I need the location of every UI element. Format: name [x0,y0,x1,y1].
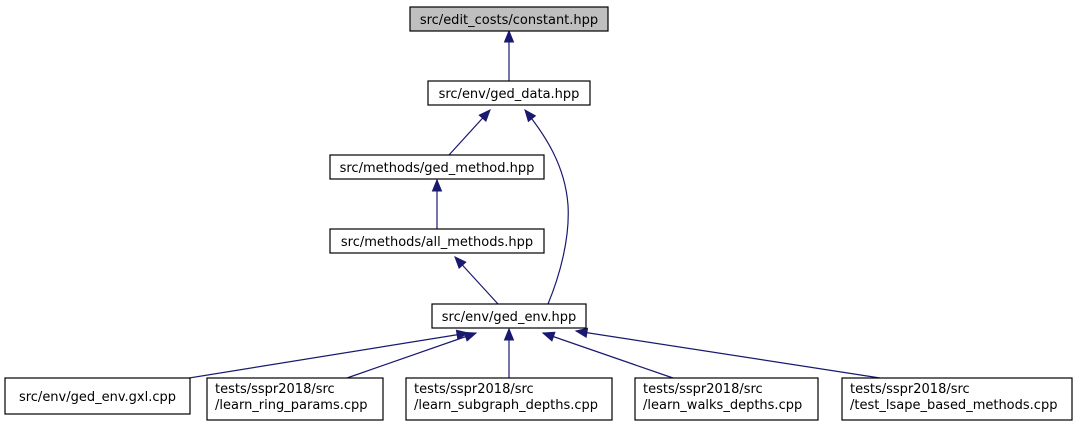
edge-ged_env-to-all_methods [454,256,499,305]
arrowhead-icon [503,327,515,341]
node-label: /test_lsape_based_methods.cpp [850,398,1057,413]
node-label: tests/sspr2018/src [850,382,970,397]
edge-line [346,332,477,379]
nodes-layer: src/edit_costs/constant.hpp src/env/ged_d… [4,6,1073,421]
edge-test_lsape-to-ged_env [574,327,881,379]
node-box[interactable] [427,80,591,106]
node-learn-walks-depths[interactable]: tests/sspr2018/src/learn_walks_depths.cp… [634,377,819,421]
node-learn-subgraph-depths[interactable]: tests/sspr2018/src/learn_subgraph_depths… [405,377,613,421]
node-test-lsape[interactable]: tests/sspr2018/src/test_lsape_based_meth… [841,377,1073,421]
edge-ged_data-to-constant [503,29,515,81]
node-box[interactable] [409,6,609,32]
node-box[interactable] [431,303,587,329]
node-label: /learn_subgraph_depths.cpp [414,398,598,413]
node-learn-ring-params[interactable]: tests/sspr2018/src/learn_ring_params.cpp [206,377,384,421]
node-ged-env-gxl[interactable]: src/env/ged_env.gxl.cpp [4,377,191,415]
node-all-methods[interactable]: src/methods/all_methods.hpp [329,228,545,254]
node-ged-env[interactable]: src/env/ged_env.hpp [431,303,587,329]
node-label: src/env/ged_env.gxl.cpp [19,390,176,405]
arrowhead-icon [503,29,515,43]
arrowhead-icon [463,331,478,342]
node-ged-method[interactable]: src/methods/ged_method.hpp [329,154,545,180]
node-label: src/edit_costs/constant.hpp [420,13,598,28]
node-constant[interactable]: src/edit_costs/constant.hpp [409,6,609,32]
edge-ged_env-to-ged_data [524,108,569,305]
node-label: src/env/ged_data.hpp [439,87,580,102]
node-box[interactable] [206,377,384,421]
edge-line [151,332,469,385]
node-box[interactable] [329,154,545,180]
node-label: src/methods/ged_method.hpp [340,161,535,176]
edge-line [575,330,881,379]
node-label: src/env/ged_env.hpp [442,310,576,325]
edge-ged_env_gxl-to-ged_env [151,329,470,385]
arrowhead-icon [478,109,491,123]
node-box[interactable] [329,228,545,254]
node-box[interactable] [405,377,613,421]
node-label: src/methods/all_methods.hpp [341,235,533,250]
edge-learn_subgraph_depths-to-ged_env [503,327,515,378]
node-ged-data[interactable]: src/env/ged_data.hpp [427,80,591,106]
node-label: tests/sspr2018/src [643,382,763,397]
edge-line [524,109,569,305]
node-box[interactable] [634,377,819,421]
edge-all_methods-to-ged_method [431,178,443,229]
edge-line [542,332,674,379]
node-box[interactable] [841,377,1073,421]
node-label: /learn_ring_params.cpp [215,398,368,413]
node-box[interactable] [4,377,191,415]
edge-ged_method-to-ged_data [448,109,491,156]
node-label: /learn_walks_depths.cpp [643,398,802,413]
node-label: tests/sspr2018/src [414,382,534,397]
arrowhead-icon [524,108,537,123]
arrowhead-icon [574,327,589,338]
edges-layer [151,29,881,385]
node-label: tests/sspr2018/src [215,382,335,397]
edge-learn_walks_depths-to-ged_env [541,331,674,379]
arrowhead-icon [541,331,556,342]
edge-learn_ring_params-to-ged_env [346,331,478,379]
arrowhead-icon [431,178,443,192]
arrowhead-icon [454,256,467,270]
